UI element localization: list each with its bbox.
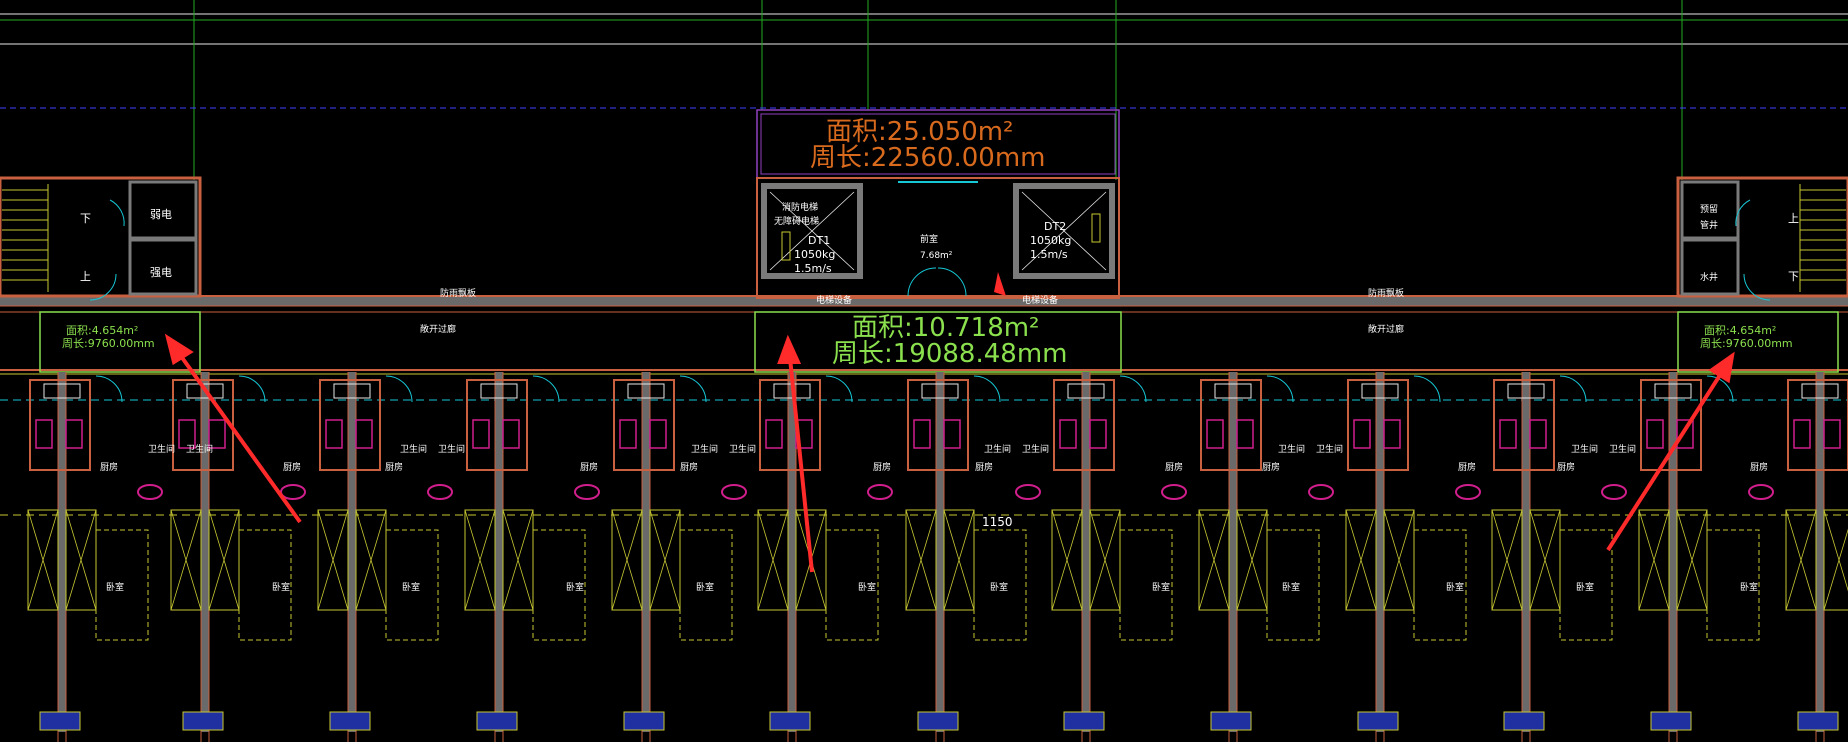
dt1-speed-label: 1.5m/s [794,262,832,275]
top-area-label: 面积:25.050m² [826,117,1014,147]
kitchen-label: 厨房 [100,461,118,473]
kitchen-label: 厨房 [1750,461,1768,473]
reserved-label: 预留 [1700,203,1718,215]
weak-power-label: 弱电 [150,208,172,221]
bedroom-label: 卧室 [106,581,124,593]
bedroom-label: 卧室 [1740,581,1758,593]
bathroom-label: 卫生间 [1278,443,1305,455]
kitchen-label: 厨房 [283,461,301,473]
elevator-equipment-1-label: 电梯设备 [816,294,852,306]
lobby-area-label: 7.68m² [920,251,953,261]
unit-walls [27,372,1848,742]
bedroom-label: 卧室 [402,581,420,593]
left-area-label: 面积:4.654m² [66,324,138,337]
annotation-arrows [164,333,1735,573]
corridor-perimeter-label: 周长:19088.48mm [832,339,1067,369]
bedroom-label: 卧室 [990,581,1008,593]
dt2-speed-label: 1.5m/s [1030,248,1068,261]
top-perimeter-label: 周长:22560.00mm [810,143,1045,173]
unit-room-labels: 卫生间卫生间卫生间卫生间卫生间卫生间卫生间卫生间卫生间卫生间卫生间卫生间厨房厨房… [100,443,1768,593]
kitchen-label: 厨房 [1557,461,1575,473]
kitchen-label: 厨房 [975,461,993,473]
bathroom-label: 卫生间 [1609,443,1636,455]
kitchen-label: 厨房 [1165,461,1183,473]
left-up-label: 上 [80,270,91,283]
left-core [0,176,202,301]
fire-board-right-label: 防雨飘板 [1368,287,1404,299]
bedroom-label: 卧室 [1576,581,1594,593]
fire-board-left-label: 防雨飘板 [440,287,476,299]
right-up-label: 上 [1788,212,1799,225]
bathroom-label: 卫生间 [691,443,718,455]
open-corridor-right-label: 敞开过廊 [1368,323,1404,335]
kitchen-label: 厨房 [580,461,598,473]
bedroom-label: 卧室 [858,581,876,593]
kitchen-label: 厨房 [1458,461,1476,473]
right-perimeter-label: 周长:9760.00mm [1700,337,1793,350]
bathroom-label: 卫生间 [1022,443,1049,455]
bathroom-label: 卫生间 [400,443,427,455]
right-core [1676,176,1848,301]
dimension-label: 1150 [982,515,1013,529]
strong-power-label: 强电 [150,266,172,279]
corridor-area-label: 面积:10.718m² [852,313,1040,343]
bathroom-label: 卫生间 [1316,443,1343,455]
bedroom-label: 卧室 [272,581,290,593]
accessible-elevator-label: 无障碍电梯 [774,215,819,227]
dt2-load-label: 1050kg [1030,234,1071,247]
bedroom-label: 卧室 [696,581,714,593]
bedroom-label: 卧室 [1282,581,1300,593]
right-down-label: 下 [1788,270,1799,283]
bedroom-label: 卧室 [1446,581,1464,593]
elevator-core [756,177,1120,299]
kitchen-label: 厨房 [873,461,891,473]
kitchen-label: 厨房 [680,461,698,473]
kitchen-label: 厨房 [1262,461,1280,473]
lobby-label: 前室 [920,233,938,245]
elevator-equipment-2-label: 电梯设备 [1022,294,1058,306]
bathroom-label: 卫生间 [438,443,465,455]
bathroom-label: 卫生间 [1571,443,1598,455]
labels: 面积:25.050m² 周长:22560.00mm 面积:10.718m² 周长… [62,117,1799,529]
bathroom-label: 卫生间 [984,443,1011,455]
axis-lines [0,0,1848,516]
bedroom-label: 卧室 [1152,581,1170,593]
right-area-label: 面积:4.654m² [1704,324,1776,337]
bathroom-label: 卫生间 [186,443,213,455]
bedroom-label: 卧室 [566,581,584,593]
fire-elevator-label: 消防电梯 [782,201,818,213]
open-corridor-left-label: 敞开过廊 [420,323,456,335]
kitchen-label: 厨房 [385,461,403,473]
corridor [0,295,1848,375]
bathroom-label: 卫生间 [729,443,756,455]
left-down-label: 下 [80,212,91,225]
dt1-label: DT1 [808,234,830,247]
dt1-load-label: 1050kg [794,248,835,261]
bathroom-label: 卫生间 [148,443,175,455]
water-well-label: 水井 [1700,271,1718,283]
left-perimeter-label: 周长:9760.00mm [62,337,155,350]
shaft-label: 管井 [1700,219,1718,231]
dt2-label: DT2 [1044,220,1066,233]
